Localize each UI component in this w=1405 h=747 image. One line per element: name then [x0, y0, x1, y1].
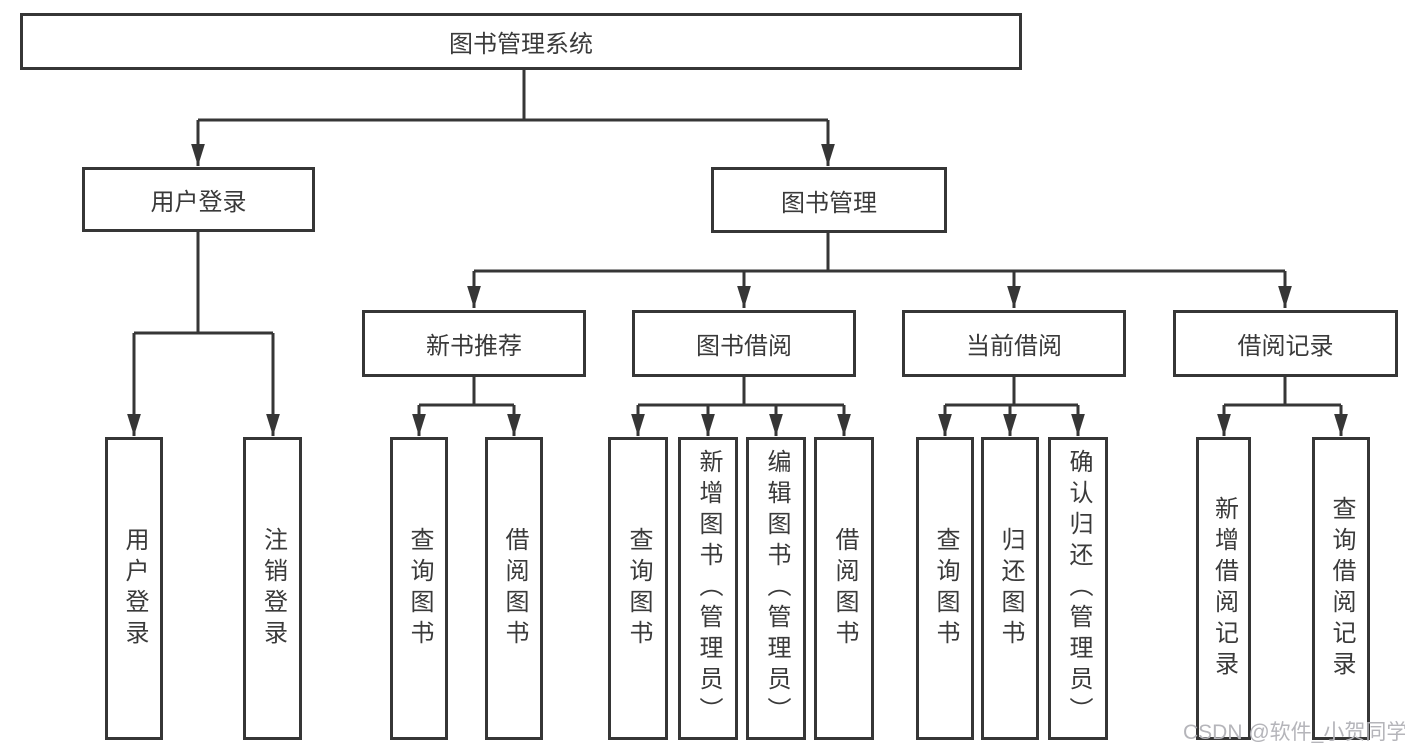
leaf-logout: 注销登录	[243, 437, 302, 740]
leaf-records-add-label: 新增借阅记录	[1210, 495, 1238, 682]
leaf-records-query-label: 查询借阅记录	[1328, 495, 1355, 682]
node-root-label: 图书管理系统	[449, 31, 593, 58]
leaf-current-return-label: 归还图书	[997, 526, 1024, 651]
leaf-borrowing-edit-label: 编辑图书（管理员）	[763, 449, 790, 728]
branch-new-books	[412, 377, 521, 436]
leaf-borrowing-borrow-label: 借阅图书	[831, 526, 858, 651]
leaf-borrowing-add: 新增图书（管理员）	[678, 437, 738, 740]
leaf-newbooks-query: 查询图书	[390, 437, 448, 740]
leaf-records-add: 新增借阅记录	[1196, 437, 1251, 740]
node-book-mgmt-label: 图书管理	[781, 189, 877, 217]
leaf-current-confirm-return-label: 确认归还（管理员）	[1065, 449, 1092, 728]
node-borrowing: 图书借阅	[632, 310, 856, 377]
node-current: 当前借阅	[902, 310, 1126, 377]
leaf-newbooks-borrow-label: 借阅图书	[501, 526, 528, 651]
leaf-newbooks-query-label: 查询图书	[406, 526, 433, 651]
node-new-books-label: 新书推荐	[426, 333, 522, 360]
leaf-borrowing-borrow: 借阅图书	[814, 437, 874, 740]
node-borrowing-label: 图书借阅	[696, 333, 792, 360]
leaf-current-query: 查询图书	[916, 437, 974, 740]
leaf-user-login-label: 用户登录	[121, 526, 148, 651]
branch-book-mgmt	[467, 233, 1292, 308]
node-user-login-label: 用户登录	[150, 189, 247, 216]
leaf-newbooks-borrow: 借阅图书	[485, 437, 543, 740]
leaf-current-confirm-return: 确认归还（管理员）	[1048, 437, 1108, 740]
node-records-label: 借阅记录	[1237, 333, 1334, 360]
leaf-current-query-label: 查询图书	[932, 526, 959, 651]
branch-records	[1217, 377, 1348, 436]
node-current-label: 当前借阅	[966, 333, 1062, 360]
leaf-logout-label: 注销登录	[259, 526, 287, 651]
leaf-user-login: 用户登录	[105, 437, 163, 740]
node-records: 借阅记录	[1173, 310, 1398, 377]
branch-root	[191, 70, 835, 166]
node-user-login: 用户登录	[82, 167, 315, 232]
leaf-borrowing-add-label: 新增图书（管理员）	[695, 449, 722, 728]
csdn-watermark: CSDN @软件_小贺同学	[1183, 721, 1405, 744]
branch-borrowing	[631, 377, 851, 436]
branch-user-login	[127, 232, 280, 436]
leaf-borrowing-edit: 编辑图书（管理员）	[746, 437, 806, 740]
leaf-records-query: 查询借阅记录	[1312, 437, 1370, 740]
node-book-mgmt: 图书管理	[711, 167, 947, 233]
leaf-borrowing-query-label: 查询图书	[625, 526, 652, 651]
node-root: 图书管理系统	[20, 13, 1022, 70]
branch-current	[938, 377, 1085, 436]
node-new-books: 新书推荐	[362, 310, 586, 377]
leaf-borrowing-query: 查询图书	[608, 437, 668, 740]
leaf-current-return: 归还图书	[981, 437, 1039, 740]
